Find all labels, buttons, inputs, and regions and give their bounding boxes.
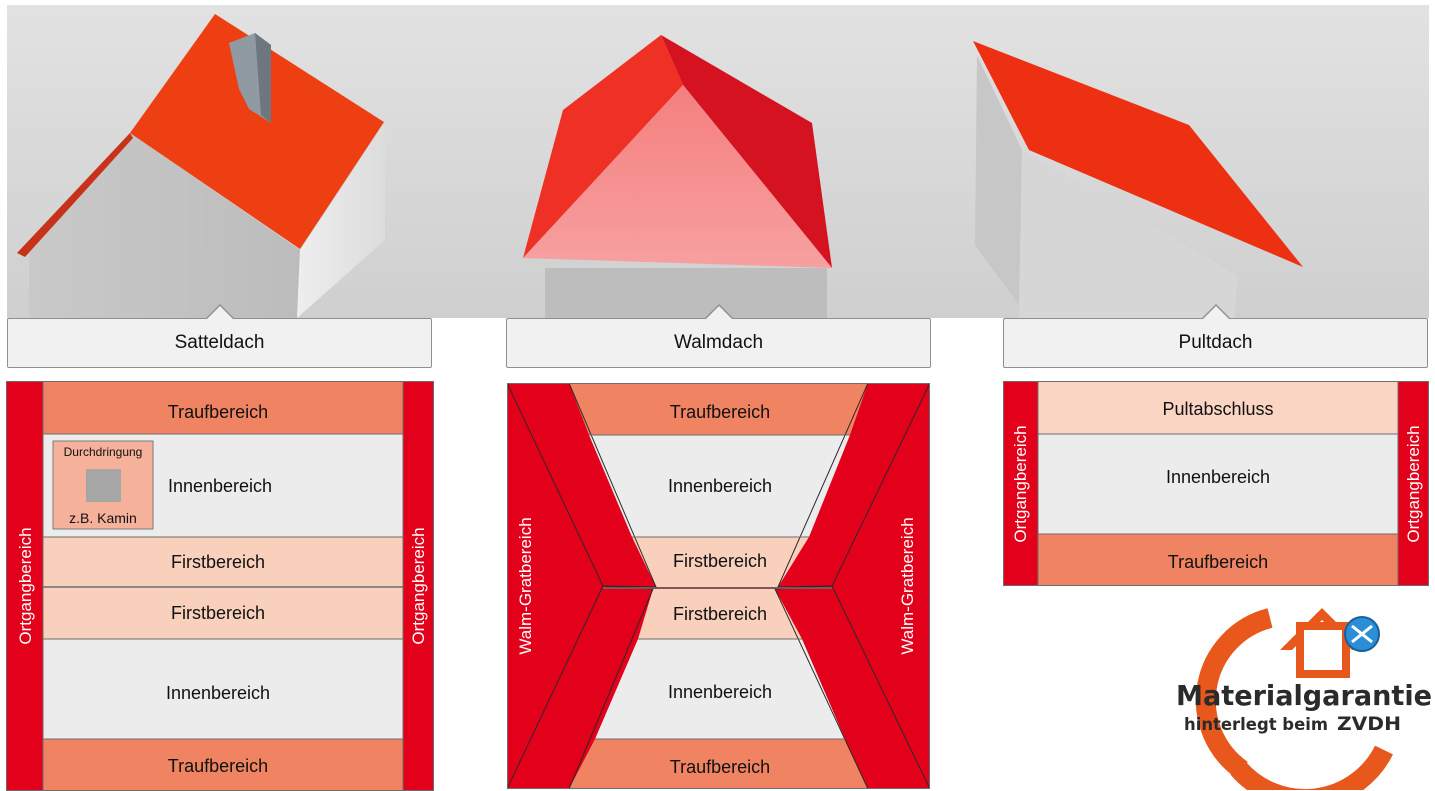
satteldach-roof <box>130 14 384 249</box>
pultdach-wall-front <box>1019 150 1237 318</box>
zone-traufbereich <box>1038 534 1398 585</box>
innenbereich-label: Innenbereich <box>1166 467 1270 487</box>
pultabschluss-label: Pultabschluss <box>1162 399 1273 419</box>
roof-types-illustration <box>7 5 1429 318</box>
callout-pointer <box>205 304 235 320</box>
zone-firstbereich <box>632 537 809 587</box>
zone-traufbereich <box>569 739 868 789</box>
walmdach-label: Walmdach <box>673 332 764 353</box>
badge-ring-left <box>1195 608 1273 779</box>
zone-firstbereich <box>43 537 403 587</box>
callout-pointer <box>1201 304 1231 320</box>
walm-gratbereich-label: Walm-Gratbereich <box>898 517 917 654</box>
innenbereich-label: Innenbereich <box>668 476 772 496</box>
pultdach-wall-left <box>975 55 1022 305</box>
durchdringung-label: Durchdringung <box>64 445 143 459</box>
traufbereich-label: Traufbereich <box>670 402 770 422</box>
zone-ortgangbereich-left <box>1004 382 1038 585</box>
traufbereich-label: Traufbereich <box>168 756 268 776</box>
innenbereich-label: Innenbereich <box>168 476 272 496</box>
crossed-tools-icon <box>1351 624 1373 644</box>
innenbereich-label: Innenbereich <box>668 682 772 702</box>
walmdach-zone-diagram: Traufbereich Innenbereich Firstbereich F… <box>507 383 930 789</box>
zone-firstbereich <box>638 589 802 639</box>
satteldach-house <box>17 14 385 318</box>
traufbereich-label: Traufbereich <box>1168 552 1268 572</box>
satteldach-roof-shade <box>17 133 133 257</box>
firstbereich-label: Firstbereich <box>673 551 767 571</box>
walmdach-roof-front <box>523 85 832 268</box>
traufbereich-label: Traufbereich <box>168 402 268 422</box>
zone-innenbereich <box>595 639 845 739</box>
walmdach-roof-left <box>523 35 683 258</box>
pultdach-callout: Pultdach <box>1003 304 1428 368</box>
chimney-icon <box>86 469 121 502</box>
pultdach-roof <box>973 41 1303 267</box>
zone-traufbereich <box>43 382 403 434</box>
zone-ortgangbereich-right <box>1398 382 1428 585</box>
badge-org: ZVDH <box>1337 713 1401 735</box>
satteldach-wall-right <box>297 123 385 318</box>
zone-ortgangbereich-left <box>7 382 43 790</box>
zone-pultabschluss <box>1038 382 1398 434</box>
ortgangbereich-label: Ortgangbereich <box>1404 425 1423 542</box>
satteldach-wall-left <box>29 133 300 318</box>
innenbereich-label: Innenbereich <box>166 683 270 703</box>
pultdach-label: Pultdach <box>1178 332 1253 353</box>
satteldach-label: Satteldach <box>174 332 265 353</box>
ortgangbereich-label: Ortgangbereich <box>16 527 35 644</box>
chimney-side <box>255 33 271 123</box>
badge-subtitle: hinterlegt beim <box>1184 715 1328 735</box>
firstbereich-label: Firstbereich <box>171 603 265 623</box>
zone-ortgangbereich-right <box>403 382 433 790</box>
kamin-label: z.B. Kamin <box>69 510 137 526</box>
zone-innenbereich <box>43 639 403 739</box>
badge-title: Materialgarantie <box>1176 679 1432 712</box>
satteldach-zone-diagram: Durchdringung z.B. Kamin Traufbereich In… <box>6 381 434 791</box>
zone-firstbereich <box>43 587 403 639</box>
badge-ring-bottom <box>1230 745 1393 790</box>
walmdach-wall <box>545 268 827 318</box>
callout-pointer <box>704 304 734 320</box>
walmdach-callout: Walmdach <box>506 304 931 368</box>
zone-innenbereich <box>589 435 850 537</box>
traufbereich-label: Traufbereich <box>670 757 770 777</box>
satteldach-callout: Satteldach <box>7 304 432 368</box>
zone-traufbereich <box>43 739 403 790</box>
firstbereich-label: Firstbereich <box>171 552 265 572</box>
walm-gratbereich-label: Walm-Gratbereich <box>516 517 535 654</box>
walmdach-house <box>523 35 832 318</box>
house-icon <box>1296 622 1350 678</box>
walmdach-roof-right <box>661 35 832 268</box>
ortgangbereich-label: Ortgangbereich <box>409 527 428 644</box>
materialgarantie-badge: Materialgarantie hinterlegt beim ZVDH <box>1176 608 1432 790</box>
ortgangbereich-label: Ortgangbereich <box>1011 425 1030 542</box>
firstbereich-label: Firstbereich <box>673 604 767 624</box>
pultdach-house <box>973 41 1303 318</box>
pultdach-zone-diagram: Pultabschluss Innenbereich Traufbereich … <box>1003 381 1429 586</box>
zone-innenbereich <box>1038 434 1398 534</box>
zone-traufbereich <box>569 383 868 435</box>
